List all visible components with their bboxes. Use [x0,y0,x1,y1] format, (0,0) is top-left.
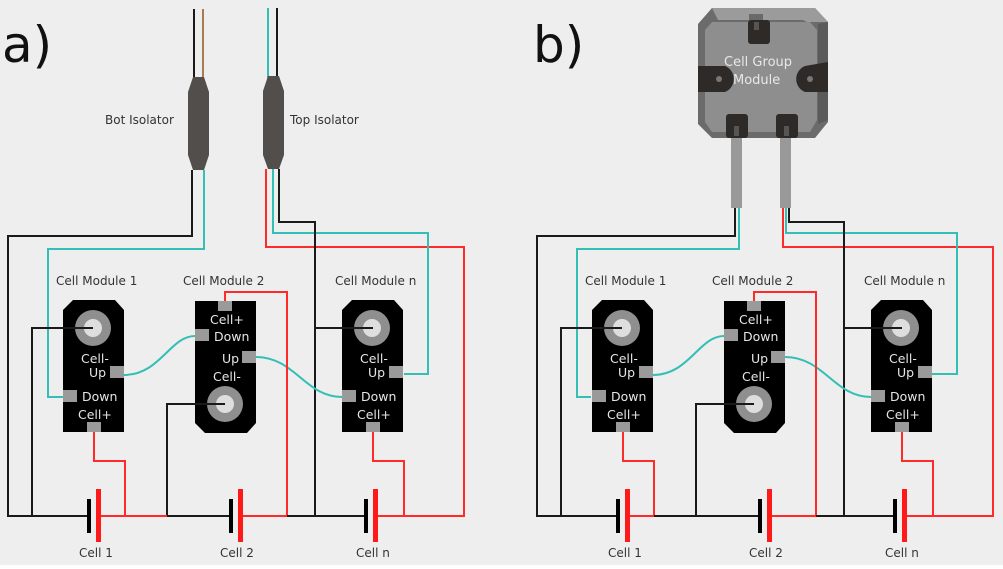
cable-bot [731,138,742,208]
top-isolator [263,76,284,169]
wire-top-red [265,169,465,517]
terminal-label-cell-minus: Cell- [889,351,917,366]
top-isolator-label: Top Isolator [289,113,359,127]
wire-m1-cellplus [622,432,655,516]
terminal-label-cell-plus: Cell+ [210,312,244,327]
terminal-label-cell-minus: Cell- [742,369,770,384]
bot-isolator [188,77,209,170]
terminal-label-up: Up [222,351,239,366]
cell-group-module: Cell Group Module [698,8,828,138]
cell-1 [87,489,101,542]
wire-bot-black [536,208,736,517]
bottom-border [0,565,1003,569]
terminal-label-down: Down [214,329,249,344]
terminal-label-up: Up [89,365,106,380]
cell-1 [616,489,630,542]
panel-a: a) Bot Isolator Top Isolator Cell Module… [2,8,465,560]
cell-2 [229,489,243,542]
terminal-label-cell-plus: Cell+ [78,407,112,422]
module-n-title: Cell Module n [864,274,945,288]
wire-mn-cellplus [372,432,405,516]
cell-module-n: Cell- Up Down Cell+ [342,300,403,432]
wire-up2-to-downn [255,356,343,398]
cell-module-2: Cell+ Down Up Cell- [195,301,256,433]
terminal-label-up: Up [751,351,768,366]
wire-up1-to-down2 [123,335,196,376]
wire-m2-cellplus [224,291,288,516]
module-2-title: Cell Module 2 [183,274,264,288]
cell-1-label: Cell 1 [608,546,642,560]
terminal-label-up: Up [618,365,635,380]
cell-module-2: Cell+ Down Up Cell- [724,301,785,433]
terminal-label-cell-minus: Cell- [81,351,109,366]
terminal-label-down: Down [890,389,925,404]
wire-bot-cyan [47,170,205,398]
module-1-title: Cell Module 1 [56,274,137,288]
module-n-title: Cell Module n [335,274,416,288]
cell-2-label: Cell 2 [220,546,254,560]
terminal-label-cell-minus: Cell- [360,351,388,366]
cell-module-1: Cell- Up Down Cell+ [592,300,653,432]
wire-top-cyan [785,208,958,375]
terminal-label-cell-minus: Cell- [610,351,638,366]
cell-n-label: Cell n [356,546,390,560]
terminal-label-cell-plus: Cell+ [607,407,641,422]
wire-m2-cellminus [166,403,225,516]
terminal-label-up: Up [897,365,914,380]
terminal-label-cell-plus: Cell+ [886,407,920,422]
panel-a-label: a) [2,16,52,74]
cell-module-n: Cell- Up Down Cell+ [871,300,932,432]
cell-n [364,489,378,542]
terminal-label-up: Up [368,365,385,380]
cell-group-module-label-line2: Module [733,73,780,88]
wire-top-cyan [272,169,429,375]
wire-m2-cellplus [753,291,817,516]
wire-m1-cellminus [31,327,93,516]
cable-top [780,138,791,208]
cell-group-module-label-line1: Cell Group [724,55,792,70]
terminal-label-cell-plus: Cell+ [739,312,773,327]
terminal-label-cell-plus: Cell+ [357,407,391,422]
wire-m1-cellminus [560,327,622,516]
terminal-label-down: Down [743,329,778,344]
wire-up2-to-downn [784,356,872,398]
wire-m2-cellminus [695,403,754,516]
terminal-label-down: Down [361,389,396,404]
wire-mn-cellplus [901,432,934,516]
wire-bot-cyan [576,208,740,398]
terminal-label-down: Down [611,389,646,404]
cell-2 [758,489,772,542]
wire-m1-cellplus [93,432,126,516]
panel-b-label: b) [533,16,584,74]
cell-2-label: Cell 2 [749,546,783,560]
cell-n [893,489,907,542]
module-2-title: Cell Module 2 [712,274,793,288]
cell-module-1: Cell- Up Down Cell+ [63,300,124,432]
terminal-label-cell-minus: Cell- [213,369,241,384]
cell-n-label: Cell n [885,546,919,560]
terminal-label-down: Down [82,389,117,404]
wire-top-red [782,208,994,517]
module-1-title: Cell Module 1 [585,274,666,288]
cell-1-label: Cell 1 [79,546,113,560]
wire-bot-black [7,170,193,517]
panel-b: b) Cell Group Module [533,8,994,560]
wire-up1-to-down2 [652,335,725,376]
bot-isolator-label: Bot Isolator [105,113,174,127]
